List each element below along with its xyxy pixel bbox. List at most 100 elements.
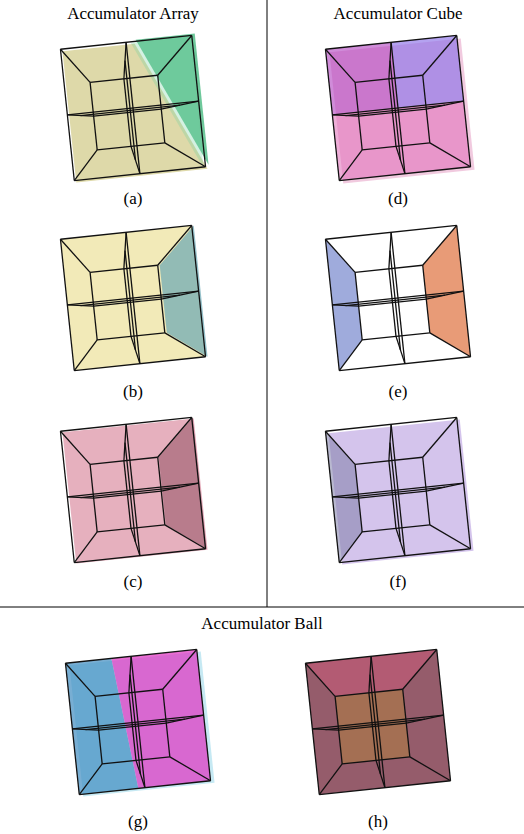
tesseract-edge (136, 760, 145, 787)
tesseract-edge (161, 483, 198, 491)
tesseract-edge (67, 497, 93, 498)
face-fill (159, 417, 207, 548)
tesseract-edge (67, 305, 93, 306)
face-fill (131, 36, 204, 167)
tesseract-edge (423, 225, 457, 265)
tesseract-edge (72, 715, 203, 729)
tesseract-edge (67, 291, 198, 305)
tesseract-figure (60, 417, 207, 563)
tesseract-edge (325, 239, 355, 272)
tesseract-edge (325, 49, 355, 82)
tesseract-edge (67, 101, 198, 115)
tesseract-edge (332, 115, 358, 116)
tesseract-edge (72, 729, 98, 730)
tesseract-edge (80, 105, 179, 115)
tesseract-edge (129, 656, 131, 692)
tesseract-edge (65, 663, 95, 696)
panel-label: (d) (388, 190, 408, 209)
tesseract-edge (312, 715, 443, 729)
tesseract-edge (376, 760, 385, 787)
tesseract-figure (305, 649, 450, 794)
tesseract-edge (396, 146, 405, 173)
tesseract-edge (158, 417, 192, 457)
tesseract-edge (131, 528, 140, 555)
tesseract-edge (161, 101, 198, 109)
face-fill (160, 225, 208, 356)
tesseract-edge (325, 431, 355, 464)
tesseract-edge (319, 764, 342, 795)
face-fill (111, 649, 210, 788)
tesseract-edge (332, 291, 463, 305)
section-divider (0, 607, 524, 608)
tesseract-edge (403, 649, 437, 689)
tesseract-edge (165, 333, 206, 357)
panel-label: (g) (128, 813, 148, 832)
tesseract-edge (165, 143, 206, 167)
tesseract-edge (430, 333, 471, 357)
tesseract-edge (67, 115, 93, 116)
tesseract-edge (426, 483, 463, 491)
tesseract-edge (85, 719, 184, 729)
tesseract-edge (345, 105, 444, 115)
tesseract-edge (74, 340, 97, 371)
tesseract-edge (426, 291, 463, 299)
tesseract-edge (80, 487, 179, 497)
tesseract-edge (339, 532, 362, 563)
tesseract-edge (79, 764, 102, 795)
tesseract-edge (332, 101, 463, 115)
tesseract-figure (325, 225, 470, 370)
panel-label: (f) (390, 573, 407, 592)
tesseract-edge (406, 715, 443, 723)
panel-label: (a) (124, 190, 143, 209)
panel-label: (e) (389, 383, 408, 402)
tesseract-edge (166, 715, 203, 723)
tesseract-edge (430, 525, 471, 549)
tesseract-edge (345, 487, 444, 497)
tesseract-edge (305, 663, 335, 696)
tesseract-edge (345, 295, 444, 305)
tesseract-edge (332, 305, 358, 306)
tesseract-edge (170, 757, 211, 781)
tesseract-edge (389, 42, 391, 78)
tesseract-edge (67, 483, 198, 497)
tesseract-edge (389, 232, 391, 268)
tesseract-edge (131, 146, 140, 173)
tesseract-edge (124, 232, 126, 268)
section-heading: Accumulator Ball (201, 615, 322, 634)
tesseract-figure (65, 649, 214, 796)
tesseract-edge (423, 417, 457, 457)
column-divider (267, 0, 268, 607)
tesseract-edge (158, 35, 192, 75)
tesseract-edge (396, 336, 405, 363)
tesseract-edge (430, 143, 471, 167)
tesseract-edge (332, 497, 358, 498)
face-fill (305, 649, 450, 794)
tesseract-edge (74, 532, 97, 563)
tesseract-edge (339, 340, 362, 371)
panel-label: (b) (123, 383, 143, 402)
panel-label: (h) (368, 813, 388, 832)
tesseract-edge (163, 649, 197, 689)
tesseract-edge (124, 424, 126, 460)
tesseract-edge (124, 42, 126, 78)
tesseract-edge (158, 225, 192, 265)
tesseract-edge (131, 336, 140, 363)
tesseract-edge (312, 729, 338, 730)
tesseract-figure (325, 35, 474, 183)
tesseract-edge (426, 101, 463, 109)
tesseract-edge (396, 528, 405, 555)
section-heading: Accumulator Array (67, 5, 199, 24)
tesseract-edge (423, 35, 457, 75)
tesseract-edge (161, 291, 198, 299)
tesseract-edge (410, 757, 451, 781)
tesseract-edge (60, 239, 90, 272)
face-fill (391, 35, 464, 108)
tesseract-edge (332, 483, 463, 497)
tesseract-figure (60, 33, 208, 182)
tesseract-figure (60, 225, 207, 370)
tesseract-edge (80, 295, 179, 305)
section-heading: Accumulator Cube (334, 5, 463, 24)
tesseract-edge (60, 49, 90, 82)
panel-label: (c) (124, 573, 143, 592)
